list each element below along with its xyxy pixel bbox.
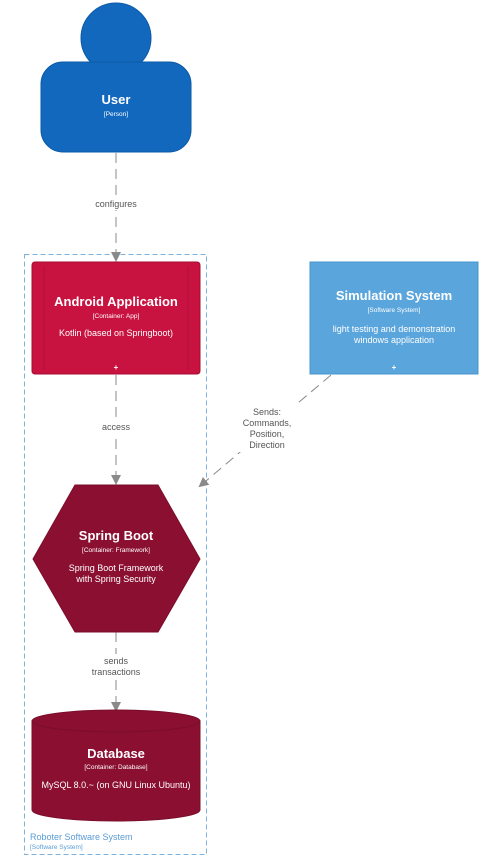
simulation-system-type: [Software System] [368,307,421,314]
spring-boot-hexagon [32,484,201,633]
relation-sends-label-bg [238,404,296,452]
user-person[interactable]: User [Person] [40,2,192,153]
simulation-system-description-1: light testing and demonstration [333,324,456,334]
relation-sends-label-2: Commands, [243,418,292,428]
boundary-name: Roboter Software System [30,832,133,842]
relation-sends-label-3: Position, [250,429,285,439]
android-application-expand-icon[interactable]: + [114,363,119,372]
spring-boot-description-2: with Spring Security [75,574,156,584]
simulation-system-description-2: windows application [353,335,434,345]
database-description: MySQL 8.0.~ (on GNU Linux Ubuntu) [42,780,191,790]
simulation-system[interactable]: Simulation System [Software System] ligh… [309,261,479,375]
user-type: [Person] [104,111,128,118]
boundary-type: [Software System] [30,844,83,851]
database-container[interactable]: Database [Container: Database] MySQL 8.0… [31,709,201,822]
simulation-system-name: Simulation System [336,288,452,303]
relation-sends-label-1: Sends: [253,407,281,417]
spring-boot-container[interactable]: Spring Boot [Container: Framework] Sprin… [32,484,201,633]
spring-boot-name: Spring Boot [79,528,154,543]
android-application-description: Kotlin (based on Springboot) [59,328,173,338]
user-name: User [102,92,131,107]
simulation-system-box [309,261,479,375]
relation-transactions-label-2: transactions [92,667,141,677]
relation-access-label-bg [96,419,136,433]
relation-transactions-label-1: sends [104,656,129,666]
database-type: [Container: Database] [84,764,147,771]
spring-boot-description-1: Spring Boot Framework [69,563,164,573]
database-cylinder-body [31,720,201,822]
android-application-type: [Container: App] [93,313,140,320]
database-cylinder-top [31,709,201,733]
user-body [40,61,192,153]
relation-configures-label-bg [88,196,144,210]
relation-access-label: access [102,422,131,432]
relation-configures-label: configures [95,199,137,209]
relation-transactions-label-bg [84,654,148,680]
database-name: Database [87,746,145,761]
relation-sends-label-4: Direction [249,440,285,450]
spring-boot-type: [Container: Framework] [82,547,150,554]
android-application-name: Android Application [54,294,178,309]
android-application-container[interactable]: Android Application [Container: App] Kot… [31,261,201,375]
simulation-system-expand-icon[interactable]: + [392,363,397,372]
android-application-box [31,261,201,375]
